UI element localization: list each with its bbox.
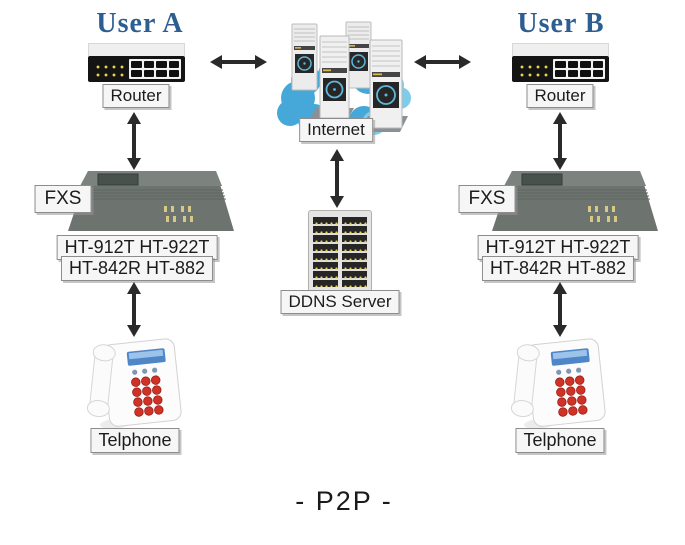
router-a-label: Router (102, 84, 170, 108)
telephone-b-icon (510, 338, 606, 429)
handset-b (510, 344, 540, 418)
models-a-line2: HT-842R HT-882 (60, 256, 214, 282)
fxs-gateway-b-icon (492, 171, 658, 231)
user-b-title: User B (517, 8, 605, 39)
user-a-title: User A (96, 8, 184, 39)
arrow-router-b-fxs (553, 112, 567, 170)
arrow-internet-router-b (414, 55, 471, 69)
arrow-internet-ddns (330, 149, 344, 208)
ddns-rack-column (342, 217, 367, 287)
handset-a (86, 344, 116, 418)
fxs-gateway-a-icon (68, 171, 234, 231)
ddns-server-label: DDNS Server (280, 290, 400, 314)
telephone-a-label: Telphone (90, 428, 180, 454)
router-b-ethernet-ports (553, 59, 605, 79)
models-b-line2: HT-842R HT-882 (481, 256, 635, 282)
arrow-fxs-b-phone (553, 282, 567, 337)
router-b-label: Router (526, 84, 594, 108)
telephone-a-icon (86, 338, 182, 429)
router-a-ethernet-ports (129, 59, 181, 79)
ddns-server-icon (308, 210, 372, 294)
telephone-b-label: Telphone (515, 428, 605, 454)
arrow-router-a-internet (210, 55, 267, 69)
router-a-front-panel (88, 56, 185, 82)
internet-label: Internet (299, 118, 373, 142)
router-b-led-lights (516, 60, 548, 78)
router-a-icon (88, 43, 185, 82)
models-b-line1: HT-912T HT-922T (477, 235, 639, 261)
fxs-b-label: FXS (458, 185, 516, 214)
arrow-router-a-fxs (127, 112, 141, 170)
router-b-icon (512, 43, 609, 82)
arrow-fxs-a-phone (127, 282, 141, 337)
fxs-a-label: FXS (34, 185, 92, 214)
router-a-top-panel (88, 43, 185, 56)
router-b-top-panel (512, 43, 609, 56)
diagram-title: - P2P - (295, 486, 393, 516)
router-a-led-lights (92, 60, 124, 78)
ddns-rack-column (313, 217, 338, 287)
router-b-front-panel (512, 56, 609, 82)
